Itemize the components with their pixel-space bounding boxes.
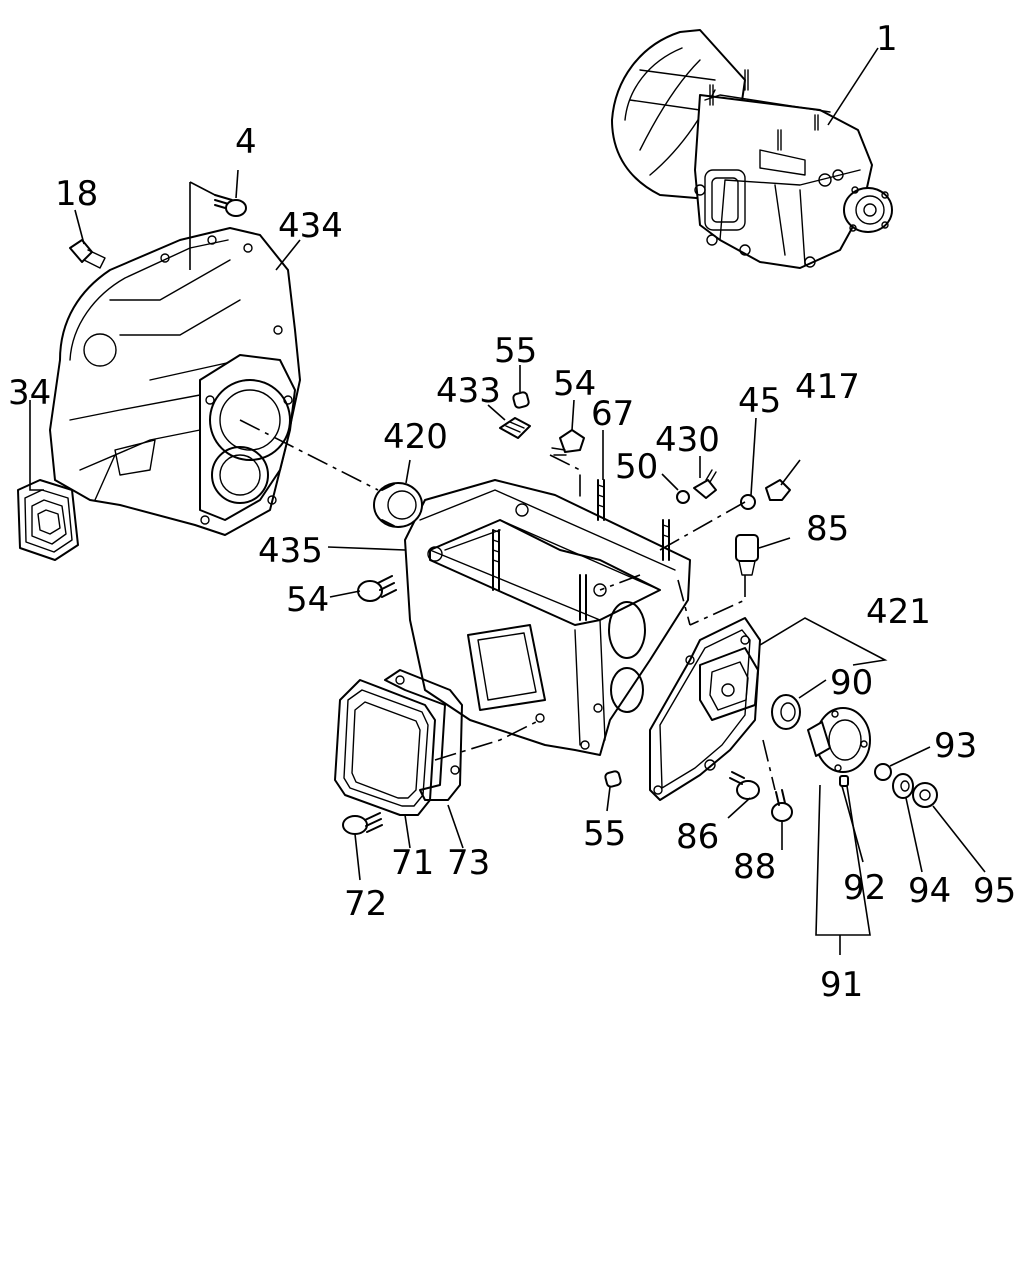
leader-lines <box>29 47 986 955</box>
callout-88: 88 <box>733 847 776 887</box>
plug-417 <box>765 479 791 501</box>
callout-54-lower: 54 <box>286 580 329 620</box>
transmission-assembly <box>611 29 893 269</box>
callout-54-upper: 54 <box>553 364 596 404</box>
switch-85 <box>735 534 759 576</box>
callout-4: 4 <box>235 122 257 162</box>
bolt-4 <box>214 194 247 217</box>
callout-417: 417 <box>795 367 860 407</box>
oil-seal-90 <box>771 694 801 730</box>
callout-93: 93 <box>934 726 977 766</box>
o-ring-93 <box>874 763 892 781</box>
bolt-92 <box>839 775 849 787</box>
bolt-86 <box>729 771 760 800</box>
bolt-88 <box>771 789 793 822</box>
callout-50: 50 <box>615 447 658 487</box>
dowel-pin-55-upper <box>512 391 530 409</box>
callout-18: 18 <box>55 174 98 214</box>
washer-94 <box>892 773 914 799</box>
rear-cover <box>649 617 761 801</box>
callout-67: 67 <box>591 394 634 434</box>
inspection-cover <box>334 679 436 816</box>
callout-labels: 1 4 18 434 34 55 433 54 67 420 430 50 45… <box>8 19 1016 1005</box>
callout-73: 73 <box>447 843 490 883</box>
nut-95 <box>912 782 938 808</box>
callout-71: 71 <box>391 843 434 883</box>
plug-430 <box>693 469 717 499</box>
callout-55-upper: 55 <box>494 331 537 371</box>
dowel-pin-55-lower <box>604 770 622 788</box>
plug-54-lower <box>357 575 397 602</box>
callout-45: 45 <box>738 381 781 421</box>
bolt-72 <box>342 812 383 835</box>
washer-50 <box>676 490 690 504</box>
callout-1: 1 <box>876 19 898 59</box>
callout-421: 421 <box>866 592 931 632</box>
clutch-housing <box>49 227 301 536</box>
plug-54-upper <box>551 429 585 456</box>
callout-94: 94 <box>908 871 951 911</box>
callout-435: 435 <box>258 531 323 571</box>
callout-55-lower: 55 <box>583 814 626 854</box>
callout-72: 72 <box>344 884 387 924</box>
transmission-case <box>404 479 691 756</box>
callout-420: 420 <box>383 417 448 457</box>
callout-95: 95 <box>973 871 1016 911</box>
rubber-boot <box>17 479 79 561</box>
callout-90: 90 <box>830 663 873 703</box>
assembly-lines <box>239 419 776 791</box>
key-433 <box>499 417 531 439</box>
washer-45 <box>740 494 756 510</box>
callout-92: 92 <box>843 868 886 908</box>
companion-flange <box>807 707 871 773</box>
bleeder-screw <box>69 239 106 269</box>
inspection-gasket <box>384 669 463 801</box>
callout-434: 434 <box>278 206 343 246</box>
oil-seal <box>373 482 423 528</box>
callout-433: 433 <box>436 371 501 411</box>
callout-85: 85 <box>806 509 849 549</box>
callout-34: 34 <box>8 373 51 413</box>
callout-86: 86 <box>676 817 719 857</box>
callout-91: 91 <box>820 965 863 1005</box>
callout-430: 430 <box>655 420 720 460</box>
